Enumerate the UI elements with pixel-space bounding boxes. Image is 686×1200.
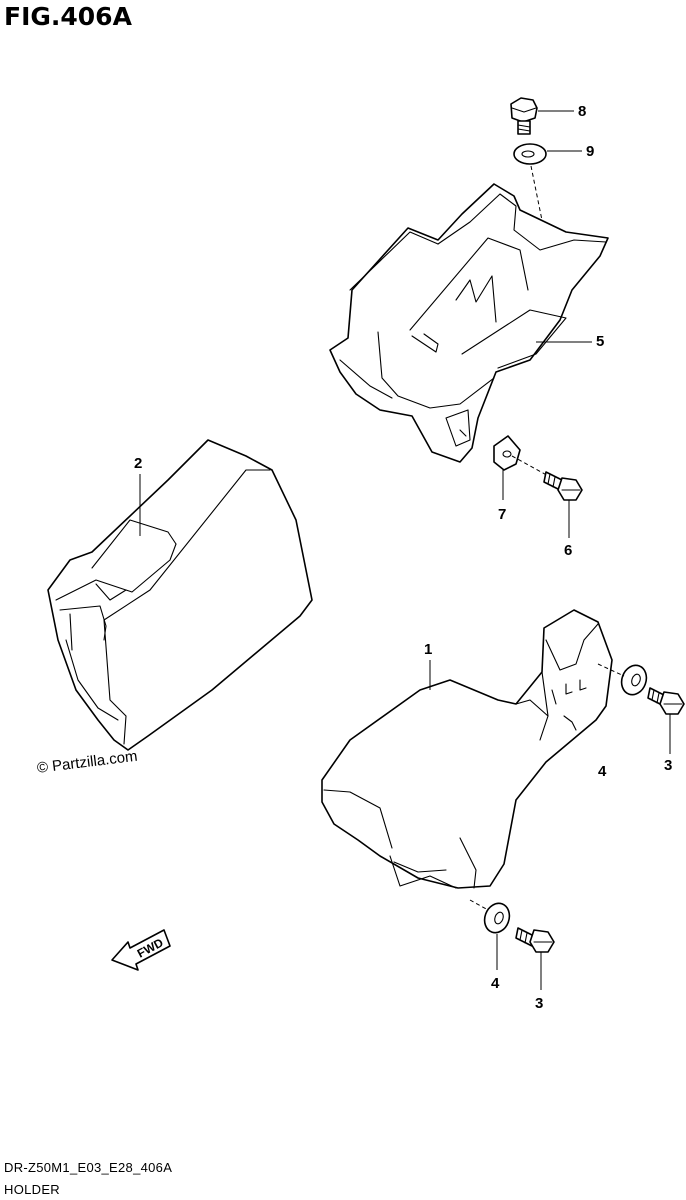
figure-title: FIG.406A — [4, 2, 132, 31]
figure-code: DR-Z50M1_E03_E28_406A — [4, 1160, 173, 1175]
figure-name: HOLDER — [4, 1182, 60, 1197]
part-3-bolt-upper — [647, 687, 685, 715]
callout-5: 5 — [596, 333, 604, 350]
part-5-holder-tray — [329, 183, 609, 463]
part-8-bolt — [510, 97, 538, 135]
callout-4-upper: 4 — [598, 763, 607, 780]
part-1-side-cover — [321, 609, 613, 889]
part-7-clip-nut — [493, 435, 521, 471]
part-4-washer-lower — [483, 902, 511, 934]
callout-2: 2 — [134, 455, 142, 472]
part-4-washer-upper — [620, 664, 648, 696]
callout-8: 8 — [578, 103, 586, 120]
callout-3-lower: 3 — [535, 995, 543, 1012]
callout-7: 7 — [498, 506, 506, 523]
part-3-bolt-lower — [515, 927, 555, 953]
fwd-arrow-icon: FWD — [111, 929, 171, 971]
callout-4-lower: 4 — [491, 975, 500, 992]
callout-1: 1 — [424, 641, 432, 658]
part-2-cover — [47, 439, 313, 751]
callout-6: 6 — [564, 542, 572, 559]
callout-9: 9 — [586, 143, 594, 160]
part-6-screw — [543, 471, 583, 501]
part-9-washer — [513, 143, 547, 165]
callout-3-upper: 3 — [664, 757, 672, 774]
